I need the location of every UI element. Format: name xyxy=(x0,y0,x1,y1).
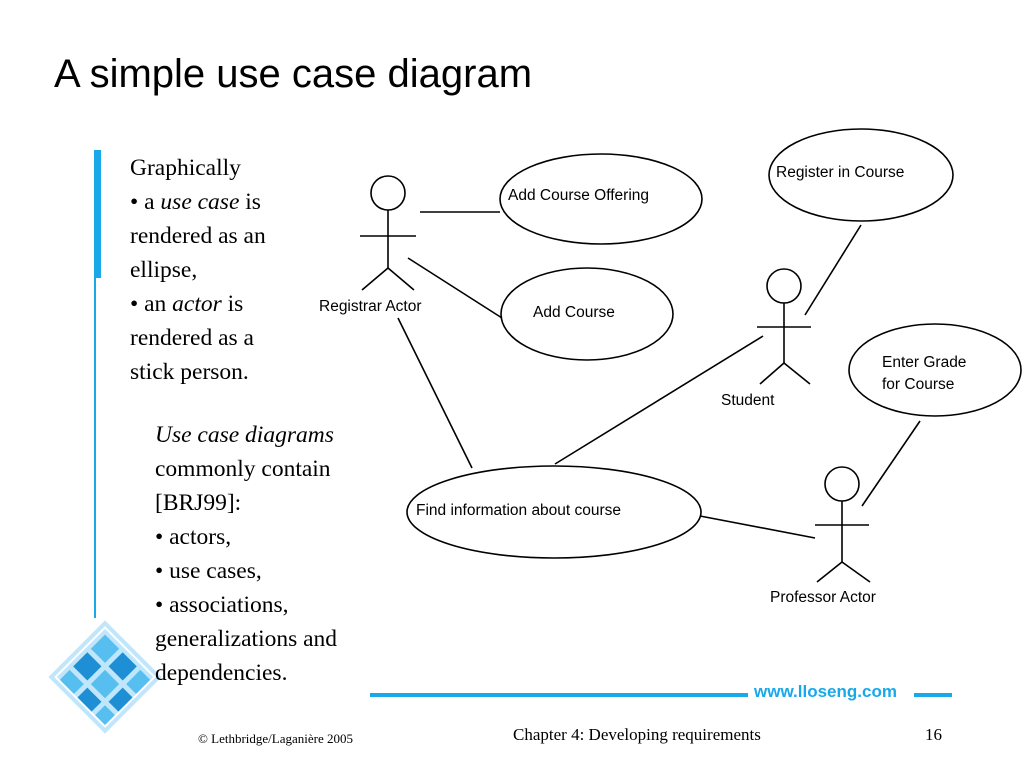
list-item: • actors, xyxy=(155,524,232,550)
label-register-in-course: Register in Course xyxy=(776,164,904,181)
bullet-prefix: • a xyxy=(130,189,161,215)
contents-line3: [BRJ99]: xyxy=(155,490,242,516)
assoc-student-find-information xyxy=(554,335,764,465)
footer-chapter: Chapter 4: Developing requirements xyxy=(513,725,761,744)
bullet-use-case: • a use case is xyxy=(130,185,266,219)
label-enter-grade-line2: for Course xyxy=(882,376,954,393)
bullet-suffix: is xyxy=(239,189,261,215)
label-student: Student xyxy=(721,392,775,409)
footer-url: www.lloseng.com xyxy=(754,682,897,701)
footer-rule xyxy=(370,693,748,697)
slide-title: A simple use case diagram xyxy=(54,52,533,96)
bullet-use-case-line2: rendered as an xyxy=(130,223,266,249)
use-case-find-information xyxy=(406,465,702,559)
bullet-actor-line3: stick person. xyxy=(130,359,249,385)
use-case-enter-grade xyxy=(848,323,1022,417)
label-registrar-actor: Registrar Actor xyxy=(319,298,422,315)
list-item: • use cases, xyxy=(155,558,262,584)
assoc-professor-enter-grade xyxy=(861,420,921,507)
term-actor: actor xyxy=(172,291,222,317)
accent-bar-top xyxy=(94,150,101,278)
footer-rule-right xyxy=(914,693,952,697)
term-use-case-diagrams: Use case diagrams xyxy=(155,418,337,452)
list-item: generalizations and xyxy=(155,626,338,652)
accent-bar-thin xyxy=(94,278,96,618)
intro-heading: Graphically xyxy=(130,155,241,181)
term-use-case: use case xyxy=(160,189,240,215)
logo-mosaic xyxy=(48,620,162,734)
assoc-registrar-find-information xyxy=(397,317,473,469)
footer-copyright: © Lethbridge/Laganière 2005 xyxy=(198,731,353,746)
term-italic: Use case diagrams xyxy=(155,422,334,448)
label-add-course: Add Course xyxy=(533,304,615,321)
use-case-diagram: Registrar Actor Student Professor Actor … xyxy=(319,128,1022,606)
list-item: dependencies. xyxy=(155,660,288,686)
bullet-prefix: • an xyxy=(130,291,173,317)
label-find-information: Find information about course xyxy=(416,502,621,519)
label-enter-grade-line1: Enter Grade xyxy=(882,354,966,371)
bullet-use-case-line3: ellipse, xyxy=(130,257,198,283)
assoc-registrar-add-course xyxy=(407,257,503,319)
label-professor-actor: Professor Actor xyxy=(770,589,876,606)
use-case-add-course xyxy=(500,267,674,361)
intro-text: Graphically • a use case is rendered as … xyxy=(130,151,266,389)
student-actor-figure xyxy=(757,268,811,385)
page-number: 16 xyxy=(925,725,942,744)
contents-line2: commonly contain xyxy=(155,456,331,482)
contents-text: Use case diagrams commonly contain [BRJ9… xyxy=(155,418,337,690)
bullet-actor-line2: rendered as a xyxy=(130,325,254,351)
bullet-actor: • an actor is xyxy=(130,287,266,321)
registrar-actor-figure xyxy=(360,175,416,291)
assoc-student-register-in-course xyxy=(804,224,862,316)
use-case-register-in-course xyxy=(768,128,954,222)
bullet-suffix: is xyxy=(221,291,244,317)
professor-actor-figure xyxy=(815,466,871,583)
list-item: • associations, xyxy=(155,592,289,618)
assoc-professor-find-information xyxy=(699,515,816,539)
label-add-course-offering: Add Course Offering xyxy=(508,187,649,204)
use-case-add-course-offering xyxy=(499,153,703,245)
